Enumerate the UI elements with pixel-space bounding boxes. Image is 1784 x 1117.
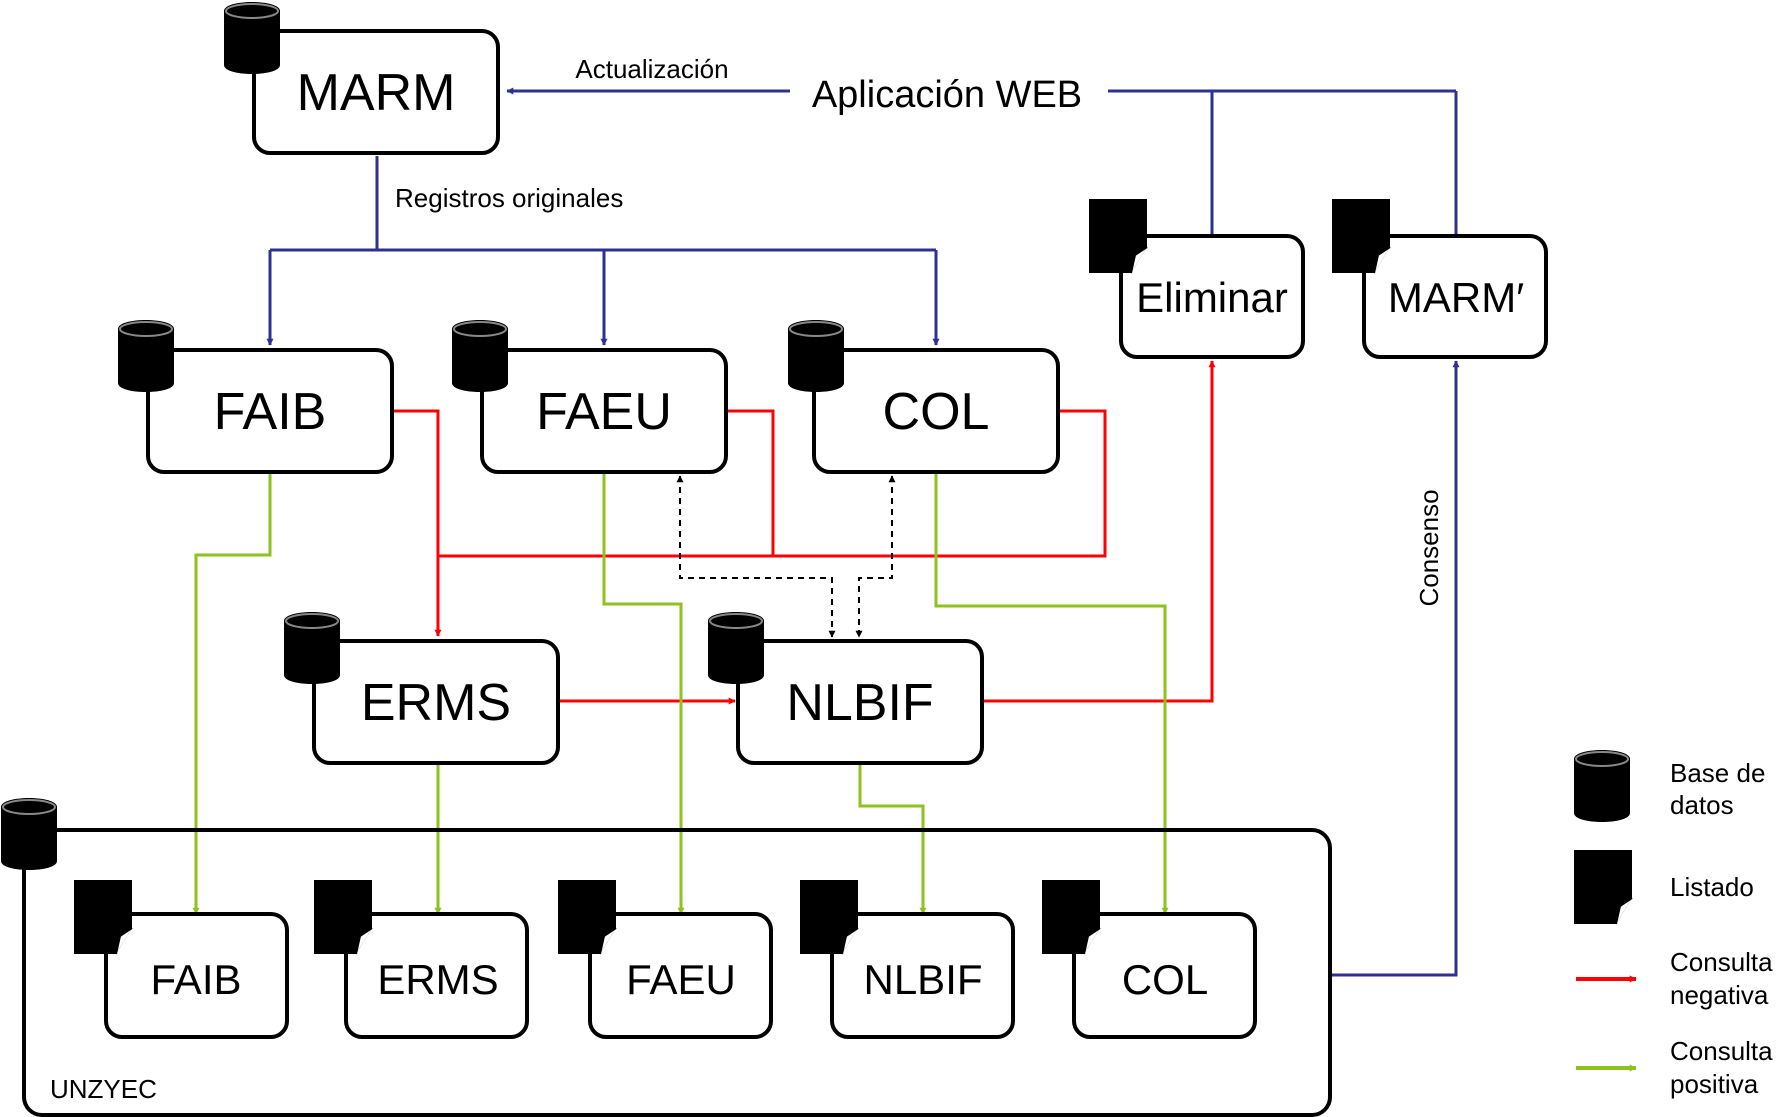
faib-box[interactable] bbox=[146, 348, 394, 474]
marm-box[interactable] bbox=[252, 29, 500, 155]
unzyec-erms-label: ERMS bbox=[377, 956, 498, 1003]
legend-positive-line2: positiva bbox=[1670, 1069, 1759, 1099]
nlbif-database-icon bbox=[707, 611, 765, 685]
consensus-label: Consenso bbox=[1414, 489, 1444, 606]
legend-database-line1: Base de bbox=[1670, 758, 1765, 788]
web-app-label[interactable]: Aplicación WEB bbox=[812, 74, 1082, 116]
unzyec-faib-label: FAIB bbox=[150, 956, 241, 1003]
original-records-label: Registros originales bbox=[395, 183, 623, 213]
marm-prime-box[interactable] bbox=[1362, 234, 1548, 359]
nlbif-faeu-dashed bbox=[676, 475, 836, 638]
nlbif-label: NLBIF bbox=[786, 674, 933, 732]
faeu-box[interactable] bbox=[480, 348, 728, 474]
marm-database-icon bbox=[223, 1, 281, 75]
marm-label: MARM bbox=[297, 64, 456, 122]
unzyec-label: UNZYEC bbox=[50, 1074, 157, 1104]
unzyec-col-box[interactable] bbox=[1072, 912, 1257, 1039]
legend-database-icon bbox=[1573, 749, 1631, 823]
faeu-database-icon bbox=[451, 319, 509, 393]
unzyec-faeu-label: FAEU bbox=[626, 956, 736, 1003]
unzyec-faib-box[interactable] bbox=[104, 912, 289, 1039]
col-box[interactable] bbox=[812, 348, 1060, 474]
legend-positive-line1: Consulta bbox=[1670, 1036, 1773, 1066]
unzyec-database-icon bbox=[0, 797, 58, 871]
faib-positive-line bbox=[192, 474, 272, 915]
nlbif-positive-line bbox=[858, 764, 927, 915]
unzyec-faeu-box[interactable] bbox=[588, 912, 773, 1039]
unzyec-erms-box[interactable] bbox=[344, 912, 529, 1039]
nlbif-box[interactable] bbox=[736, 639, 984, 765]
col-positive-line bbox=[934, 474, 1169, 915]
col-database-icon bbox=[787, 319, 845, 393]
marm-prime-label: MARM′ bbox=[1388, 274, 1524, 321]
erms-label: ERMS bbox=[361, 674, 511, 732]
unzyec-container bbox=[22, 828, 1332, 1117]
col-label: COL bbox=[883, 383, 990, 441]
update-label: Actualización bbox=[575, 54, 728, 84]
erms-database-icon bbox=[283, 611, 341, 685]
faib-negative-line bbox=[393, 409, 442, 637]
faeu-label: FAEU bbox=[536, 383, 672, 441]
unzyec-nlbif-label: NLBIF bbox=[863, 956, 982, 1003]
faib-label: FAIB bbox=[214, 383, 327, 441]
legend-database-line2: datos bbox=[1670, 790, 1734, 820]
eliminar-label: Eliminar bbox=[1136, 274, 1288, 321]
consensus-arrow bbox=[1330, 360, 1460, 977]
unzyec-nlbif-box[interactable] bbox=[830, 912, 1015, 1039]
erms-box[interactable] bbox=[312, 639, 560, 765]
legend-negative-line2: negativa bbox=[1670, 980, 1769, 1010]
legend-listing-label: Listado bbox=[1670, 872, 1754, 902]
faeu-positive-line bbox=[602, 474, 685, 915]
legend-listing-icon bbox=[1573, 849, 1633, 925]
unzyec-col-label: COL bbox=[1122, 956, 1208, 1003]
faeu-negative-line bbox=[726, 409, 775, 556]
faib-database-icon bbox=[117, 319, 175, 393]
nlbif-to-eliminar-arrow bbox=[983, 360, 1216, 703]
legend-negative-line1: Consulta bbox=[1670, 947, 1773, 977]
eliminar-box[interactable] bbox=[1119, 234, 1305, 359]
